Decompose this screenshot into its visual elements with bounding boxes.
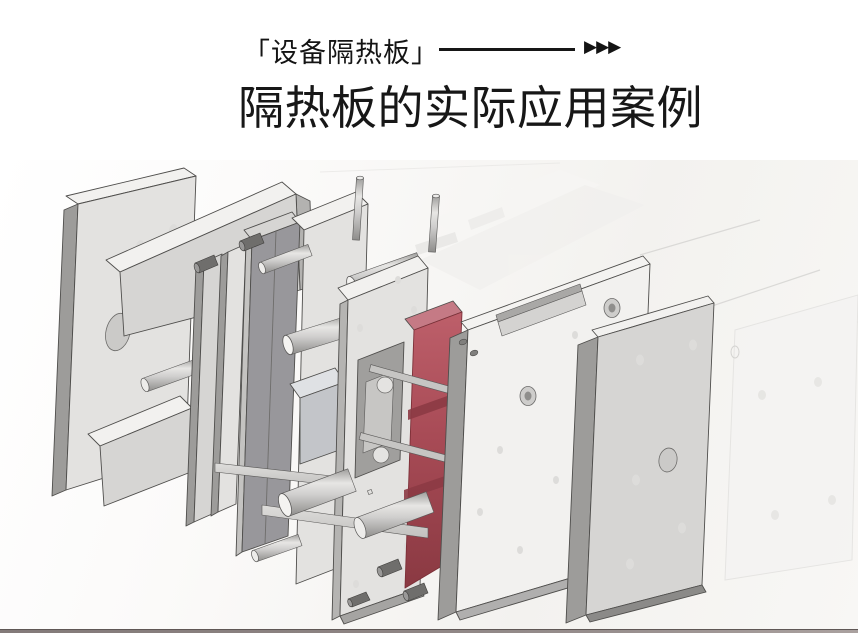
page-title: 隔热板的实际应用案例 xyxy=(238,83,703,134)
vertical-pins xyxy=(352,175,440,253)
mold-core-block xyxy=(289,367,356,465)
exploded-mold-illustration xyxy=(51,162,858,625)
header-eyebrow: 「设备隔热板」 xyxy=(243,38,439,68)
bottom-spacer-rail xyxy=(87,395,197,507)
guide-pins-lower xyxy=(251,468,435,563)
ejector-plates xyxy=(185,243,247,527)
ghost-assembly xyxy=(319,162,858,581)
illustration-stage xyxy=(0,160,858,630)
triple-arrow-icon: ▶▶▶ xyxy=(584,37,621,56)
lower-fittings xyxy=(347,558,429,608)
right-clamp-plate xyxy=(565,295,715,624)
bottom-divider xyxy=(0,629,858,633)
header-dash-line xyxy=(439,48,575,51)
upper-studs xyxy=(193,232,265,274)
